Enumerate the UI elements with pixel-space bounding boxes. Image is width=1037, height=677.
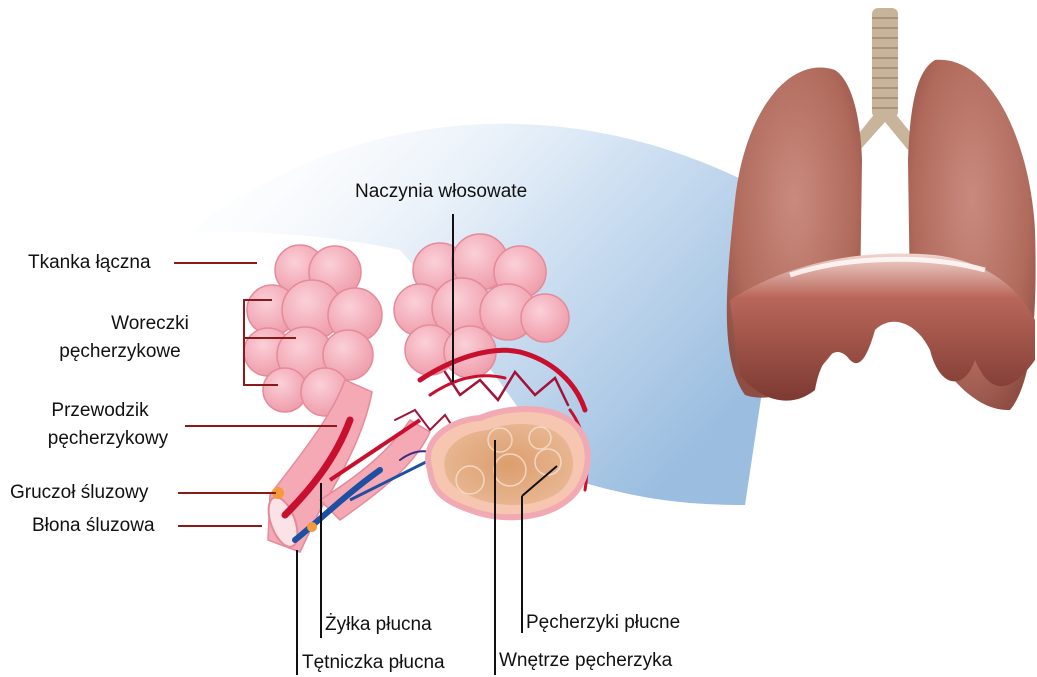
label-alveolar-sacs-2: pęcherzykowe xyxy=(20,341,220,363)
label-alveolar-sacs-1: Woreczki xyxy=(60,313,240,335)
label-mucous-membrane: Błona śluzowa xyxy=(32,515,155,537)
label-connective-tissue: Tkanka łączna xyxy=(28,252,151,274)
bronchi xyxy=(852,112,918,150)
label-alveoli: Pęcherzyki płucne xyxy=(526,612,680,634)
label-mucous-gland: Gruczoł śluzowy xyxy=(10,482,148,504)
label-alveolar-duct-2: pęcherzykowy xyxy=(8,428,208,450)
trachea xyxy=(872,8,898,118)
label-capillaries: Naczynia włosowate xyxy=(355,181,527,203)
label-alveolar-duct-1: Przewodzik xyxy=(20,400,180,422)
label-pulmonary-venule: Żyłka płucna xyxy=(325,614,432,636)
lungs-illustration xyxy=(727,8,1036,410)
label-pulmonary-arteriole: Tętniczka płucna xyxy=(302,652,445,674)
label-alveolus-interior: Wnętrze pęcherzyka xyxy=(499,650,672,672)
